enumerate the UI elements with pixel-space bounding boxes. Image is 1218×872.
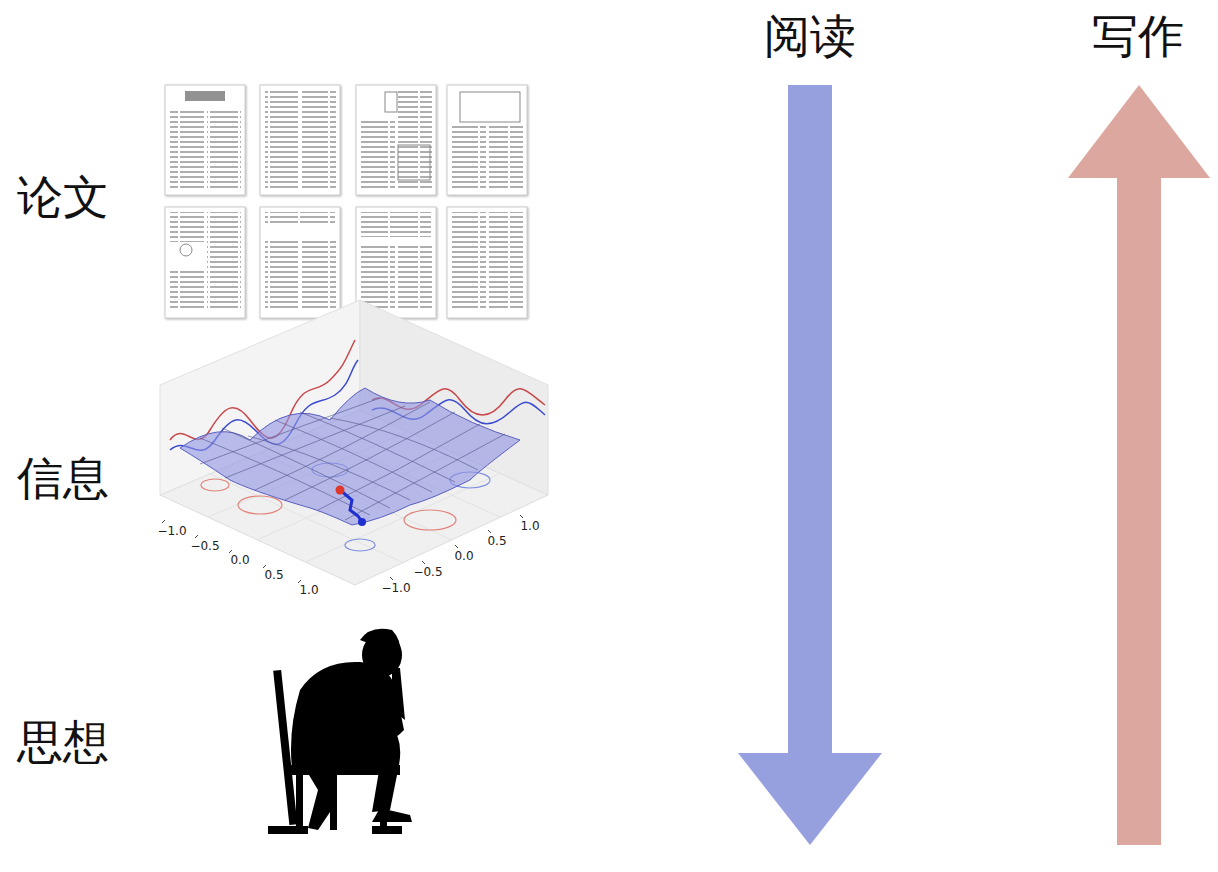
row-label: 论文 bbox=[17, 172, 109, 223]
axis-tick: 1.0 bbox=[520, 520, 539, 533]
axis-tick: 0.0 bbox=[230, 554, 249, 567]
section-heading: 阅读 bbox=[764, 11, 856, 62]
reading-arrow bbox=[738, 85, 882, 845]
thinker-silhouette bbox=[268, 629, 412, 834]
axis-tick: 0.5 bbox=[264, 569, 283, 582]
axis-tick: 0.0 bbox=[454, 550, 473, 563]
axis-tick: 1.0 bbox=[299, 584, 318, 597]
writing-arrow bbox=[1068, 85, 1210, 845]
axis-tick: −0.5 bbox=[413, 566, 442, 579]
row-label: 思想 bbox=[17, 717, 109, 768]
paper-thumbnails bbox=[165, 85, 527, 318]
axis-tick: −1.0 bbox=[157, 525, 186, 538]
axis-tick: 0.5 bbox=[487, 535, 506, 548]
surface-plot bbox=[160, 300, 548, 585]
section-heading: 写作 bbox=[1092, 11, 1184, 62]
axis-tick: −0.5 bbox=[190, 540, 219, 553]
row-label: 信息 bbox=[17, 453, 109, 504]
axis-tick: −1.0 bbox=[381, 582, 410, 595]
